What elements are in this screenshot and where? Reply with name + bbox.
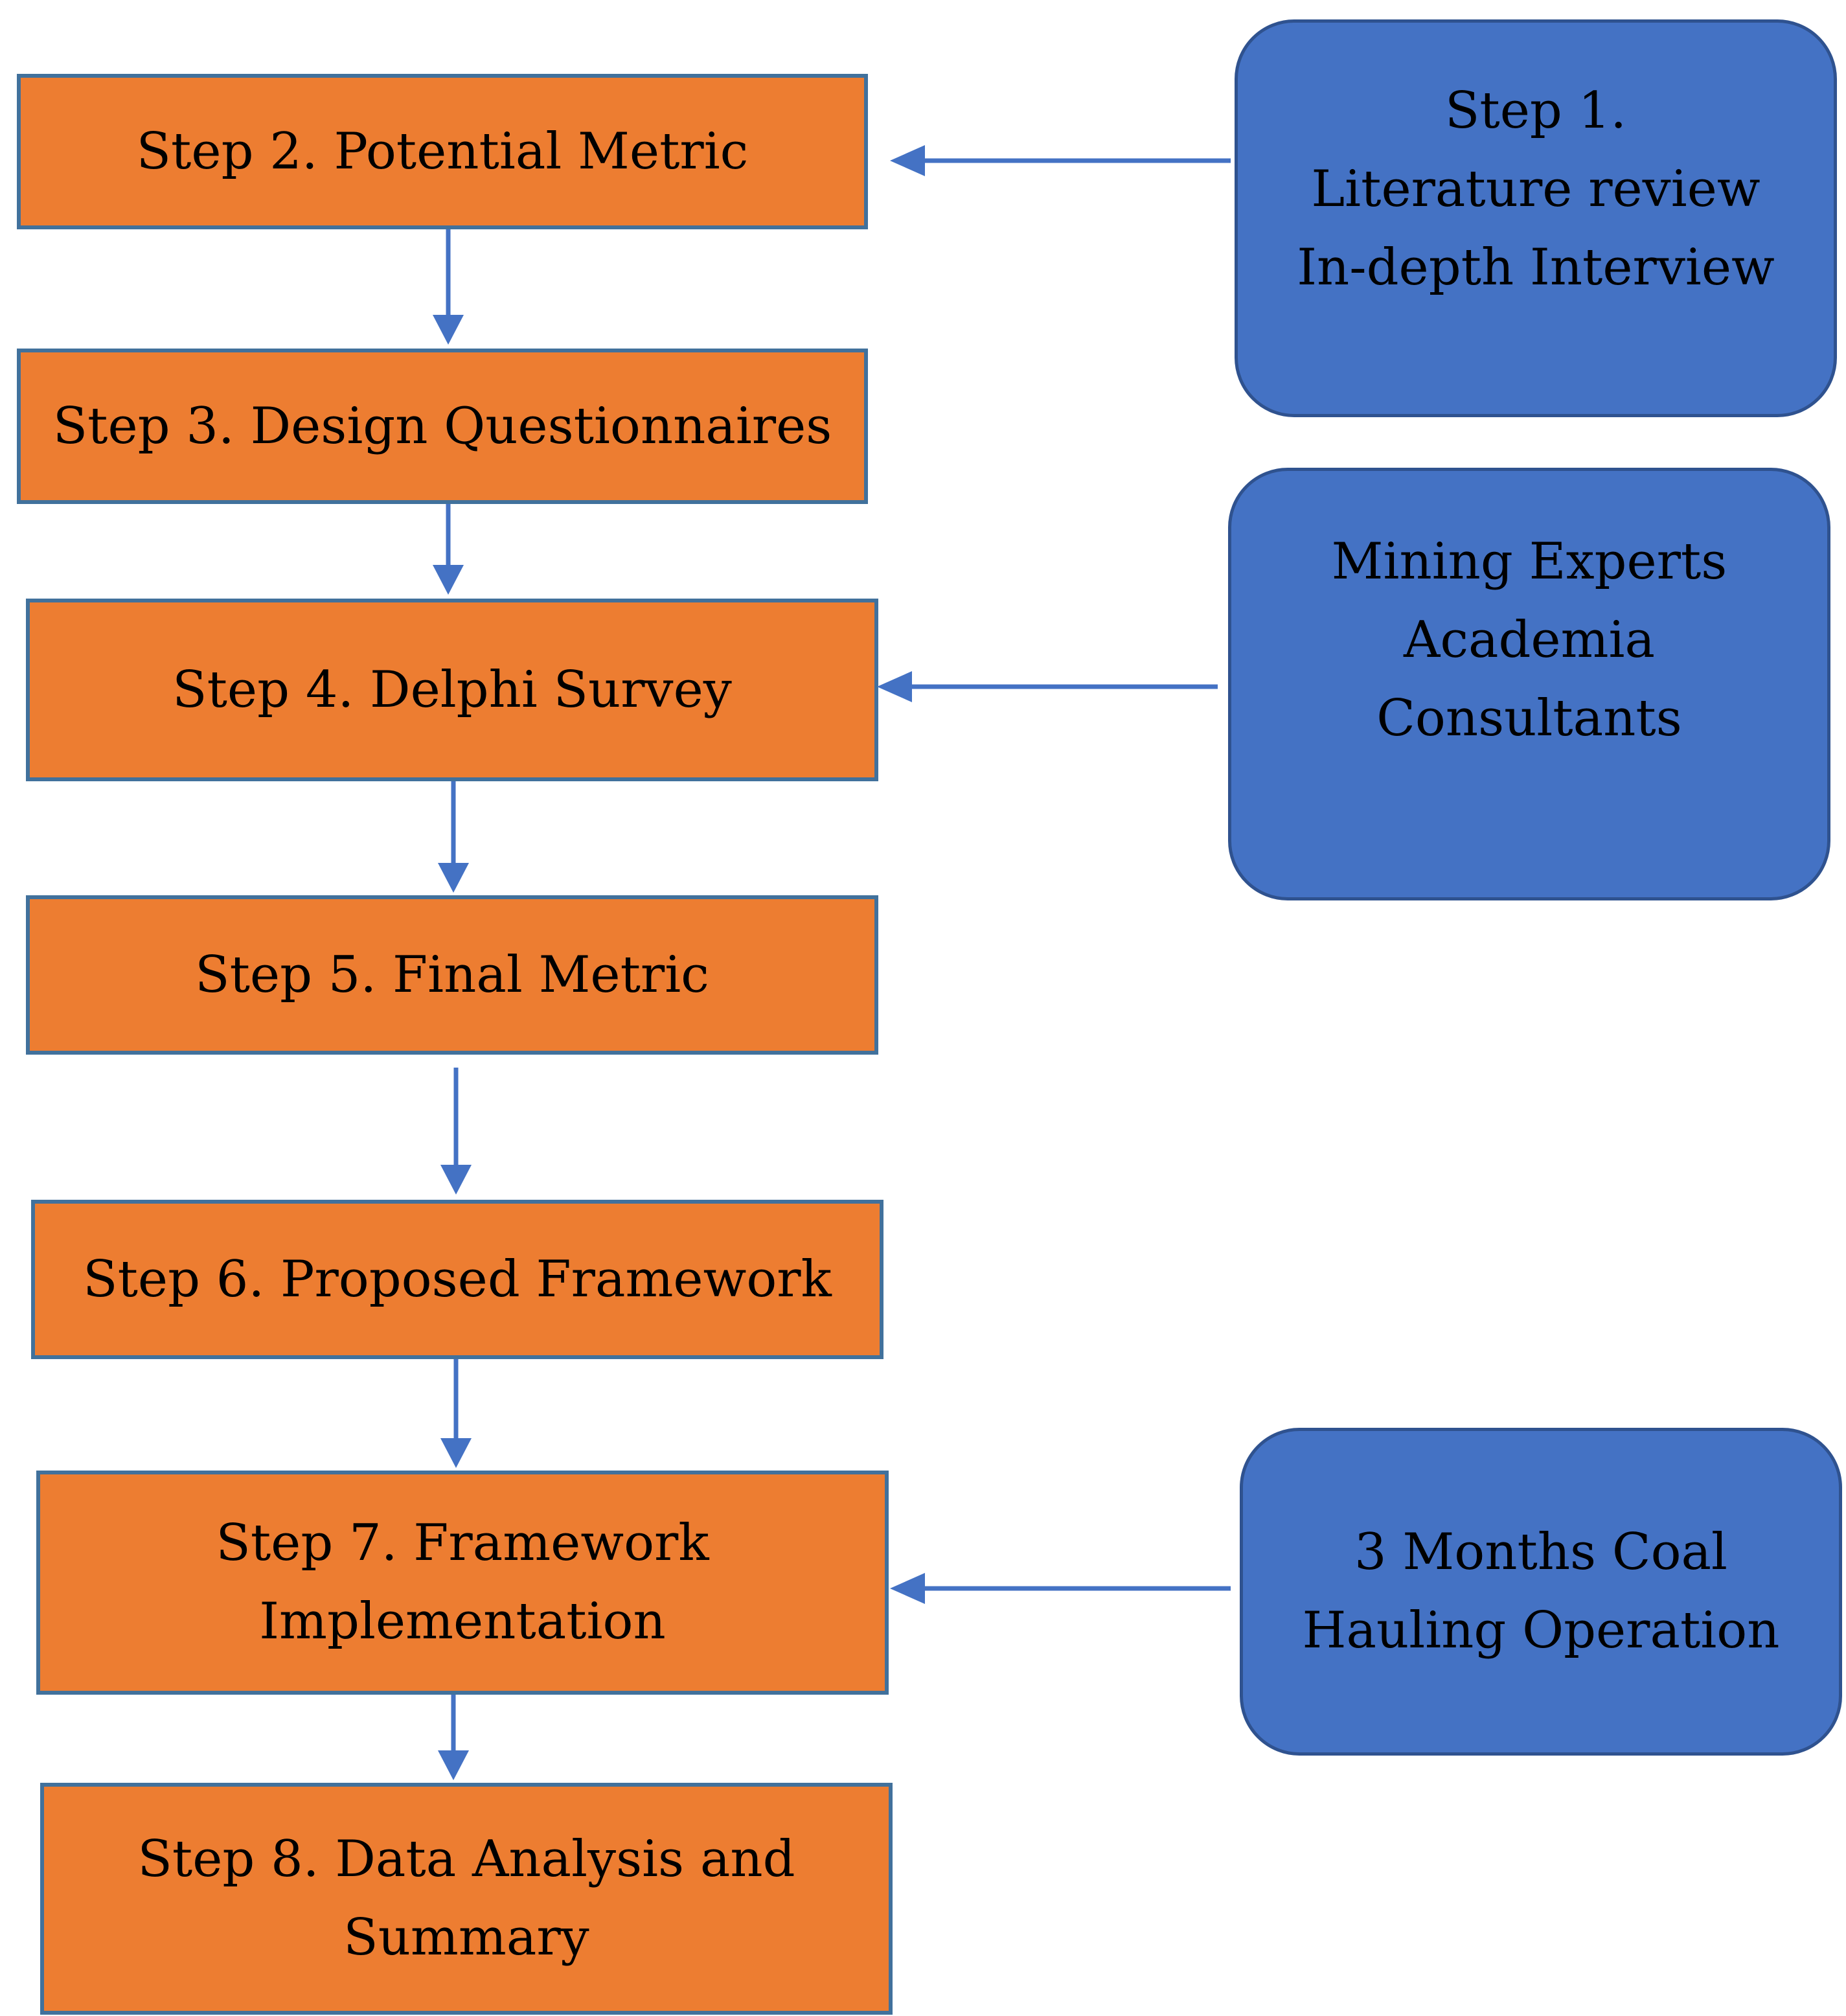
step-8-box: Step 8. Data Analysis and Summary: [40, 1783, 893, 2015]
step-2-label: Step 2. Potential Metric: [136, 122, 749, 181]
step-6-box: Step 6. Proposed Framework: [31, 1200, 883, 1359]
arrow-experts-to-step4-head: [877, 671, 912, 702]
step-1-source-box: Step 1. Literature review In-depth Inter…: [1235, 19, 1837, 417]
step-8-label-line-2: Summary: [343, 1908, 589, 1967]
operation-source-box: 3 Months Coal Hauling Operation: [1240, 1428, 1842, 1756]
step-3-box: Step 3. Design Questionnaires: [17, 349, 868, 504]
arrow-step5-to-step6-head: [440, 1165, 472, 1195]
experts-source-line-1: Mining Experts: [1331, 533, 1727, 591]
step-2-box: Step 2. Potential Metric: [17, 74, 868, 229]
step-4-label: Step 4. Delphi Survey: [172, 660, 732, 719]
step-1-source-line-1: Step 1.: [1444, 82, 1627, 140]
step-7-label-line-2: Implementation: [259, 1592, 666, 1651]
arrow-step7-to-step8-head: [438, 1750, 469, 1780]
step-5-box: Step 5. Final Metric: [26, 895, 878, 1055]
step-3-label: Step 3. Design Questionnaires: [52, 396, 832, 455]
step-1-source-line-2: Literature review: [1311, 159, 1761, 218]
arrow-step1-to-step2-head: [890, 145, 925, 176]
step-4-box: Step 4. Delphi Survey: [26, 599, 878, 781]
step-7-box: Step 7. Framework Implementation: [36, 1471, 889, 1695]
experts-source-line-3: Consultants: [1376, 689, 1682, 748]
arrow-step3-to-step4-head: [433, 565, 464, 595]
arrow-step4-to-step5-head: [438, 863, 469, 893]
step-5-label: Step 5. Final Metric: [195, 945, 709, 1004]
operation-source-line-1: 3 Months Coal: [1354, 1523, 1727, 1582]
experts-source-line-2: Academia: [1403, 610, 1656, 669]
step-1-source-line-3: In-depth Interview: [1297, 238, 1775, 297]
experts-source-box: Mining Experts Academia Consultants: [1228, 468, 1830, 900]
arrow-step2-to-step3-head: [433, 315, 464, 345]
operation-source-line-2: Hauling Operation: [1302, 1601, 1780, 1660]
step-8-label-line-1: Step 8. Data Analysis and: [137, 1830, 795, 1889]
arrow-step6-to-step7-head: [440, 1438, 472, 1468]
step-7-label-line-1: Step 7. Framework: [216, 1514, 709, 1573]
step-6-label: Step 6. Proposed Framework: [83, 1250, 832, 1309]
arrow-operation-to-step7-head: [890, 1573, 925, 1604]
